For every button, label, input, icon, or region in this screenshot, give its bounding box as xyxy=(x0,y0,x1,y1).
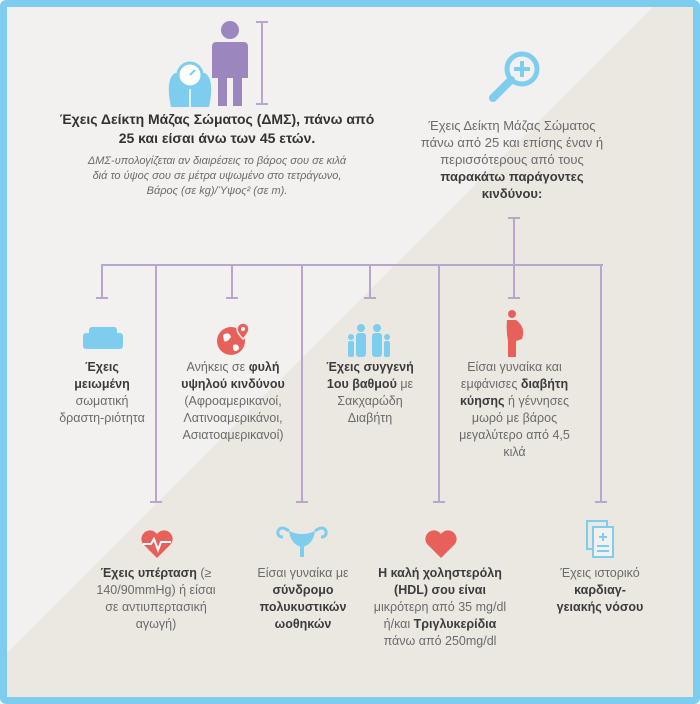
factor-gestational-diabetes: Είσαι γυναίκα και εμφάνισες διαβήτη κύησ… xyxy=(447,359,582,461)
connector xyxy=(101,264,103,298)
connector xyxy=(226,297,238,299)
factor-text: Είσαι γυναίκα με xyxy=(257,566,349,580)
bmi-criterion-title: Έχεις Δείκτη Μάζας Σώματος (ΔΜΣ), πάνω α… xyxy=(59,111,375,146)
factor-text: Ανήκεις σε xyxy=(186,360,246,374)
factor-bold: φυλή υψηλού κινδύνου xyxy=(181,360,285,391)
connector xyxy=(231,264,233,298)
connector xyxy=(364,297,376,299)
connector xyxy=(438,264,440,502)
factor-high-risk-ethnicity: Ανήκεις σε φυλή υψηλού κινδύνου (Αφροαμε… xyxy=(167,359,299,444)
factor-bold: διαβήτη κύησης xyxy=(459,377,569,408)
scale-icon xyxy=(168,61,212,107)
connector xyxy=(296,501,308,503)
factor-family-history: Έχεις συγγενή 1ου βαθμού με Σακχαρώδη Δι… xyxy=(322,359,418,427)
connector xyxy=(301,264,303,502)
pregnant-woman-icon xyxy=(506,310,524,357)
factor-bold: σύνδρομο πολυκυστικών ωοθηκών xyxy=(259,583,347,631)
connector xyxy=(513,217,515,265)
connector-horizontal xyxy=(101,264,603,266)
connector xyxy=(155,264,157,502)
connector xyxy=(96,297,108,299)
risk-factors-intro: Έχεις Δείκτη Μάζας Σώματος πάνω από 25 κ… xyxy=(412,117,612,202)
family-icon xyxy=(348,324,390,357)
medical-record-icon xyxy=(586,520,614,558)
factor-bold: Έχεις υπέρταση xyxy=(100,566,197,580)
factor-text: σωματική δραστη-ριότητα xyxy=(59,394,145,425)
connector xyxy=(433,501,445,503)
factor-text: Έχεις ιστορικό xyxy=(560,566,640,580)
intro-bold: παρακάτω παράγοντες κινδύνου: xyxy=(440,169,584,201)
factor-text: μικρότερη από 35 mg/dl ή/και xyxy=(373,600,507,631)
factor-pcos: Είσαι γυναίκα με σύνδρομο πολυκυστικών ω… xyxy=(247,565,359,633)
factor-text: Είσαι γυναίκα και εμφάνισες xyxy=(460,360,562,391)
globe-pin-icon xyxy=(217,322,250,355)
bmi-criterion-block: Έχεις Δείκτη Μάζας Σώματος (ΔΜΣ), πάνω α… xyxy=(52,110,382,199)
connector xyxy=(595,501,607,503)
factor-cardiovascular-history: Έχεις ιστορικό καρδιαγ-γειακής νόσου xyxy=(555,565,645,616)
factor-bold: Η καλή χοληστερόλη (HDL) σου είναι xyxy=(378,566,502,597)
person-icon xyxy=(212,21,248,106)
factor-bold: Έχεις μειωμένη xyxy=(74,360,130,391)
magnifier-plus-icon xyxy=(489,51,540,102)
factor-text: (≥ 140/90mmHg) ή είσαι σε αντιυπερτασική… xyxy=(96,566,216,631)
connector xyxy=(600,264,602,502)
connector xyxy=(508,297,520,299)
heart-icon xyxy=(425,530,457,558)
factor-cholesterol: Η καλή χοληστερόλη (HDL) σου είναι μικρό… xyxy=(369,565,511,650)
uterus-icon xyxy=(276,526,328,557)
factor-text: (Αφροαμερικανοί, Λατινοαμερικάνοι, Ασιατ… xyxy=(182,394,284,442)
factor-text: ή γέννησες μωρό με βάρος μεγαλύτερο από … xyxy=(459,394,570,459)
factor-text: με Σακχαρώδη Διαβήτη xyxy=(337,377,414,425)
factor-bold: Έχεις συγγενή 1ου βαθμού xyxy=(326,360,414,391)
factor-hypertension: Έχεις υπέρταση (≥ 140/90mmHg) ή είσαι σε… xyxy=(91,565,221,633)
intro-text: Έχεις Δείκτη Μάζας Σώματος πάνω από 25 κ… xyxy=(420,118,604,167)
heart-pulse-icon xyxy=(141,530,173,558)
connector xyxy=(369,264,371,298)
couch-icon xyxy=(83,327,123,349)
height-marker-icon xyxy=(256,21,268,105)
factor-bold: Τριγλυκερίδια xyxy=(413,617,497,631)
factor-physical-activity: Έχεις μειωμένη σωματική δραστη-ριότητα xyxy=(57,359,147,427)
connector xyxy=(150,501,162,503)
factor-text: πάνω από 250mg/dl xyxy=(383,634,497,648)
connector xyxy=(508,217,520,219)
bmi-formula-note: ΔΜΣ-υπολογίζεται αν διαιρέσεις το βάρος … xyxy=(87,155,347,197)
factor-bold: καρδιαγ-γειακής νόσου xyxy=(556,583,644,614)
connector xyxy=(513,264,515,298)
